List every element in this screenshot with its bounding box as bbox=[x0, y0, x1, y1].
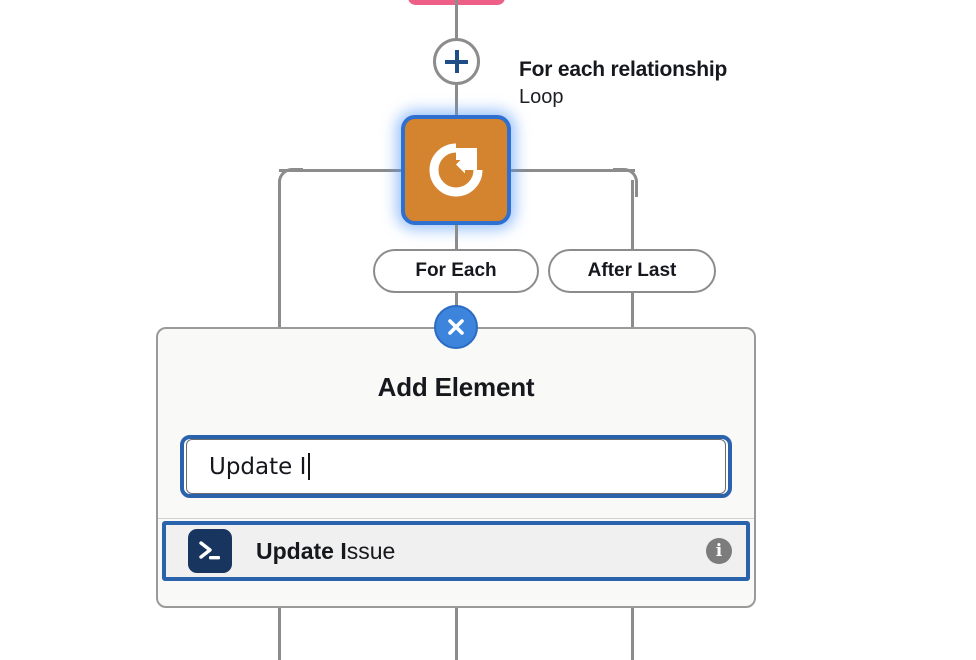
connector-line-center-bottom bbox=[455, 606, 458, 660]
branch-pill-for-each-label: For Each bbox=[415, 260, 497, 281]
result-item-label: Update Issue bbox=[256, 538, 395, 565]
connector-line-right-bottom bbox=[631, 606, 634, 660]
connector-line-left-down bbox=[278, 180, 281, 330]
connector-line-right-down bbox=[631, 180, 634, 250]
result-item-update-issue[interactable]: Update Issue i bbox=[162, 521, 750, 581]
result-item-rest-text: ssue bbox=[346, 537, 396, 564]
terminal-icon bbox=[188, 529, 232, 573]
result-item-match-text: Update I bbox=[256, 537, 347, 564]
add-step-button[interactable] bbox=[433, 38, 480, 85]
branch-pill-for-each[interactable]: For Each bbox=[373, 249, 539, 293]
connector-line-left-branch bbox=[279, 169, 405, 172]
connector-line-left-bottom bbox=[278, 606, 281, 660]
loop-node-title: For each relationship bbox=[519, 58, 728, 81]
dialog-title: Add Element bbox=[377, 372, 535, 402]
search-input[interactable]: Update I bbox=[187, 453, 311, 480]
connector-line-afterlast-down bbox=[631, 292, 634, 332]
element-search-input-inner[interactable]: Update I bbox=[186, 439, 726, 494]
loop-node-subtitle: Loop bbox=[519, 85, 564, 108]
loop-node-label: For each relationship Loop bbox=[519, 56, 727, 110]
loop-refresh-icon bbox=[420, 134, 492, 206]
branch-pill-after-last[interactable]: After Last bbox=[548, 249, 716, 293]
connector-line-loop-to-foreach bbox=[455, 225, 458, 251]
element-search-field[interactable]: Update I bbox=[180, 435, 732, 498]
connector-elbow-left bbox=[278, 168, 303, 197]
loop-node[interactable] bbox=[401, 115, 511, 225]
search-input-value: Update I bbox=[209, 453, 307, 480]
branch-pill-after-last-label: After Last bbox=[587, 260, 677, 281]
close-icon bbox=[445, 316, 467, 338]
connector-line-top bbox=[455, 0, 458, 40]
add-element-dialog: Add Element Update I Update Issue i bbox=[156, 327, 756, 608]
close-dialog-button[interactable] bbox=[434, 305, 478, 349]
connector-line-plus-to-loop bbox=[455, 83, 458, 118]
text-caret bbox=[308, 453, 311, 480]
results-divider bbox=[158, 518, 754, 519]
info-icon[interactable]: i bbox=[706, 538, 732, 564]
connector-elbow-right bbox=[613, 168, 638, 197]
connector-line-right-branch bbox=[509, 169, 635, 172]
